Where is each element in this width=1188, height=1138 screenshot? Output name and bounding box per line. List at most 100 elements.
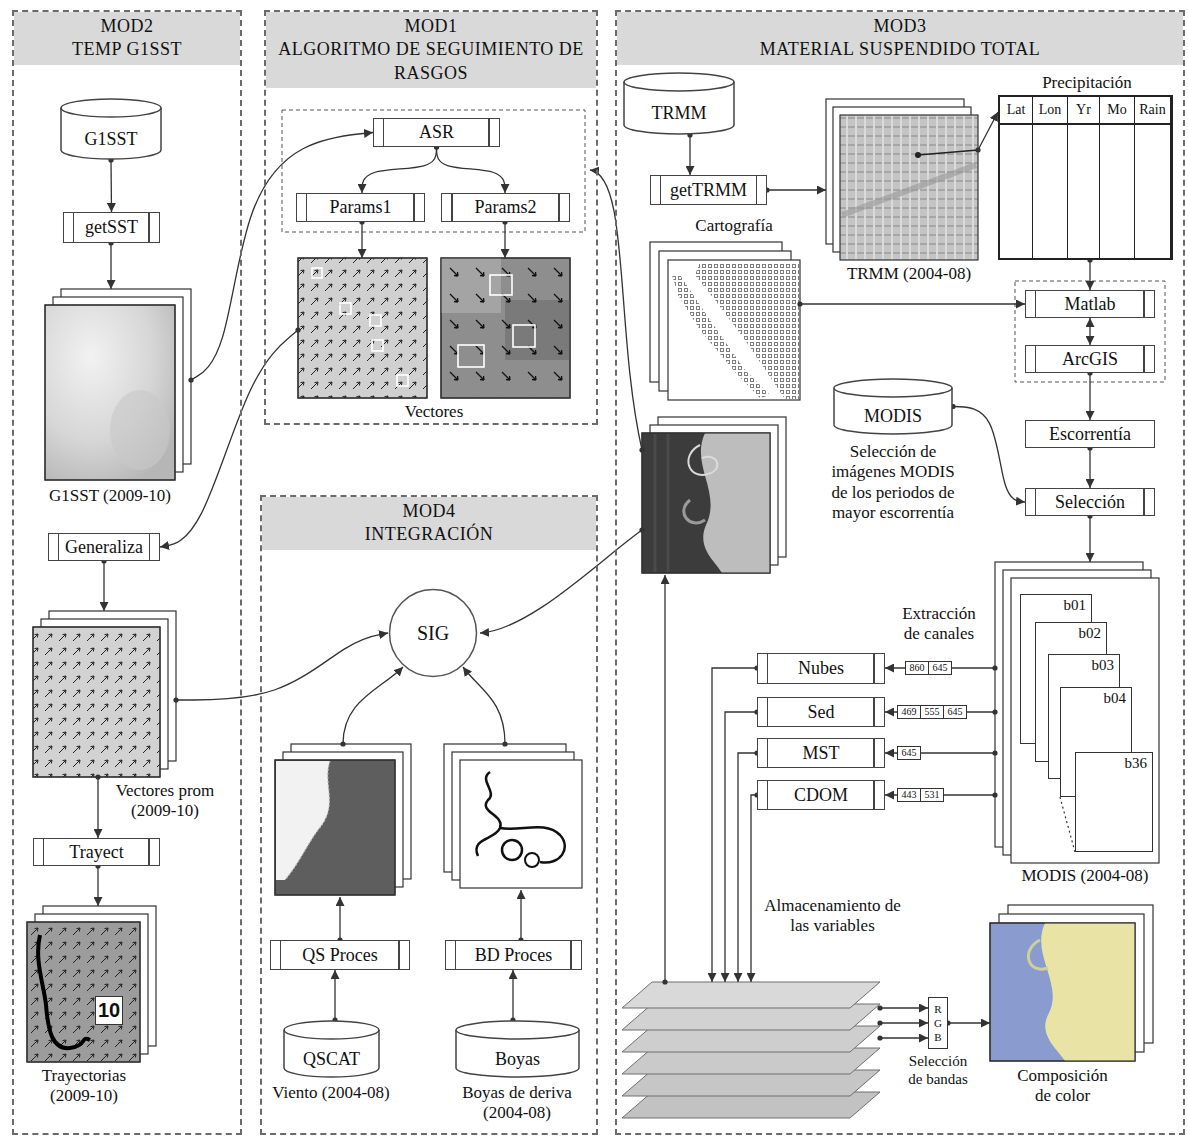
variable-layer-stack [622, 982, 880, 1118]
panel-title: INTEGRACIÓN [266, 523, 592, 546]
panel-title: TEMP G1SST [18, 38, 236, 61]
connector [362, 147, 437, 193]
connector [751, 795, 757, 982]
mean-vector-stack [33, 611, 176, 777]
band-cell: 860 [905, 661, 929, 675]
connector [512, 970, 513, 1020]
vector-field-images [372, 340, 383, 351]
box-label: Escorrentía [1049, 424, 1131, 445]
box-label: R G B [933, 1002, 944, 1045]
table-cell: Lon [1033, 97, 1067, 125]
drifter-image-stack [525, 853, 539, 867]
process-box: Nubes [757, 653, 885, 684]
suspended-matter-image-stack [642, 417, 786, 573]
box-label: Sed [808, 702, 835, 723]
vector-field-images [397, 375, 408, 386]
image-stack: Cartografía [650, 242, 800, 400]
vector-images: Vectores [298, 258, 570, 398]
database-cylinder: BoyasBoyas de deriva (2004-08) [455, 1020, 580, 1078]
process-box: Generaliza [48, 533, 160, 561]
box-label: QS Proces [302, 945, 378, 966]
module-panel: MOD3MATERIAL SUSPENDIDO TOTAL TRMM getTRMM… [615, 10, 1185, 1135]
process-box: Matlab [1025, 290, 1155, 318]
sst-image-stack [45, 305, 175, 480]
process-box: MST [757, 738, 885, 768]
layout-arrow [340, 170, 928, 1038]
cylinder-body: QSCAT [283, 1040, 380, 1078]
table-column: Yr [1068, 97, 1100, 258]
layout-arrow [880, 1007, 928, 1008]
connector [97, 866, 98, 906]
table-column: Lon [1033, 97, 1068, 258]
panel-header: MOD1ALGORITMO DE SEGUIMIENTO DE RASGOS [266, 12, 596, 88]
sst-image-stack [45, 305, 175, 480]
vector-field-images [312, 268, 322, 278]
process-box: Sed [757, 697, 885, 727]
connector [504, 222, 505, 258]
vector-field-images [458, 345, 484, 367]
table-cell: Lat [1000, 97, 1032, 125]
image-caption: Selección de imágenes MODIS de los perio… [823, 442, 963, 524]
cylinder-rim [61, 108, 161, 117]
process-box: CDOM [757, 780, 885, 810]
wind-image-stack [275, 760, 395, 895]
box-label: b02 [1041, 625, 1101, 642]
suspended-matter-image-stack [701, 433, 770, 573]
trajectory-stack [27, 906, 156, 1062]
rainfall-image-stack [918, 150, 978, 155]
vector-field-images [370, 315, 381, 326]
map-image-stack [668, 260, 800, 400]
drifter-image-stack [460, 760, 582, 888]
band-cell: 469 [897, 705, 921, 719]
band-cell: 531 [920, 788, 944, 802]
trajectory-stack [38, 935, 90, 1048]
band-cell: 443 [897, 788, 921, 802]
image-caption: Cartografía [674, 216, 794, 236]
connector [1089, 448, 1090, 488]
image-stack: G1SST (2009-10) [45, 289, 191, 480]
color-composite-stack [990, 905, 1153, 1061]
box-label: MODIS [864, 406, 922, 427]
drifter-image-stack [444, 744, 582, 888]
box-label: b04 [1066, 690, 1126, 707]
process-box: Params1 [296, 193, 425, 222]
box-label: Trayect [69, 842, 123, 863]
database-cylinder: TRMM [623, 72, 735, 135]
database-cylinder: G1SST [60, 98, 162, 160]
image-caption: TRMM (2004-08) [834, 264, 984, 284]
wind-image-stack [276, 761, 330, 880]
wind-image-stack [275, 744, 411, 895]
layout-arrow [339, 897, 340, 940]
process-box: getTRMM [650, 175, 767, 205]
box-label: G1SST [84, 129, 137, 150]
box-label: Selección [1055, 492, 1125, 513]
table-cell: Yr [1068, 97, 1099, 125]
panel-title: MATERIAL SUSPENDIDO TOTAL [621, 38, 1179, 61]
box-label: Params2 [475, 197, 537, 218]
process-box: ASR [373, 118, 500, 147]
suspended-matter-image-stack [684, 500, 705, 523]
panel-title: MOD1 [270, 15, 592, 38]
band-cell: 645 [928, 661, 952, 675]
panel-header: MOD2TEMP G1SST [14, 12, 240, 65]
connector [1089, 318, 1090, 345]
trajectory-stack [27, 922, 140, 1062]
process-box: QS Proces [270, 940, 410, 970]
map-image-stack [650, 242, 800, 400]
process-box: Trayect [33, 838, 160, 866]
callout-number: 10 [95, 996, 123, 1025]
box-label: Params1 [330, 197, 392, 218]
connector [948, 1022, 990, 1023]
mean-vector-stack [33, 627, 160, 777]
image-caption: Vectores [384, 402, 484, 422]
layout-arrow [463, 667, 505, 744]
vector-field-images [490, 275, 512, 295]
connector [1089, 373, 1090, 420]
image-caption: Composición de color [1010, 1066, 1115, 1107]
box-label: getSST [85, 217, 138, 238]
table-column: Lat [1000, 97, 1033, 258]
panel-title: MOD3 [621, 15, 1179, 38]
table-column: Rain [1135, 97, 1171, 258]
module-panel: MOD4INTEGRACIÓNSIGQS ProcesBD ProcesQSCA… [260, 495, 598, 1135]
